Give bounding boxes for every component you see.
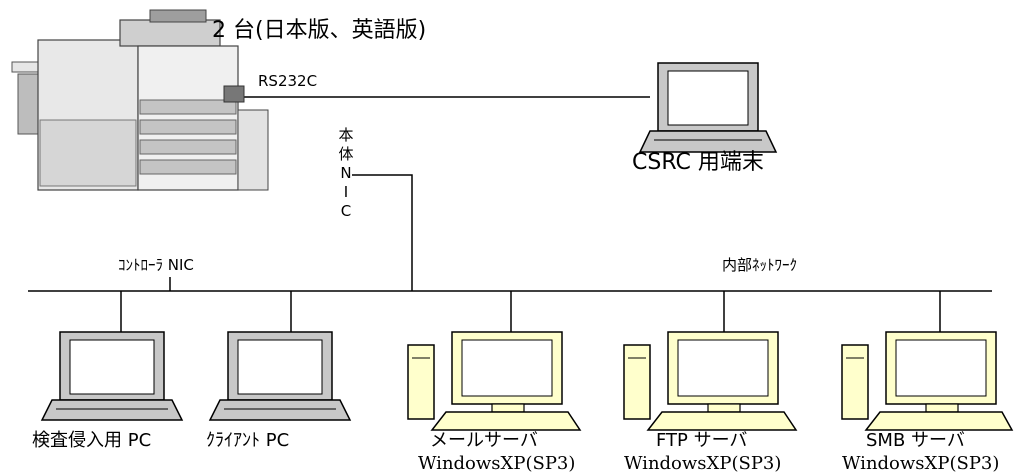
serial-link-label: RS232C <box>258 72 318 90</box>
mfp-nic-link <box>352 174 413 291</box>
mfp-nic-label: 本 体 N I C <box>338 126 354 221</box>
mfp-nic-char: 本 <box>338 126 354 144</box>
csrc-terminal-label: CSRC 用端末 <box>632 150 764 175</box>
mail-server-label: メールサーバ <box>430 430 538 451</box>
smb-server-label: SMB サーバ <box>866 430 965 451</box>
ftp-server-desktop-icon <box>623 331 798 431</box>
mfp-nic-char: I <box>343 183 349 201</box>
mfp-printer-icon <box>11 9 269 191</box>
inspection-pc-label: 検査侵入用 PC <box>32 430 152 451</box>
inspection-laptop-icon <box>40 331 184 421</box>
connection-lines <box>28 96 992 332</box>
internal-network-label: 内部ﾈｯﾄﾜｰｸ <box>722 256 798 274</box>
csrc-laptop-icon <box>638 62 778 153</box>
mfp-nic-char: C <box>340 202 352 220</box>
mfp-nic-char: N <box>340 164 352 182</box>
mail-server-os-label: WindowsXP(SP3) <box>418 453 576 474</box>
controller-nic-label: ｺﾝﾄﾛｰﾗ NIC <box>118 256 194 274</box>
client-laptop-icon <box>208 331 352 421</box>
mail-server-desktop-icon <box>407 331 582 431</box>
ftp-server-label: FTP サーバ <box>656 430 748 451</box>
smb-server-os-label: WindowsXP(SP3) <box>842 453 1000 474</box>
smb-server-desktop-icon <box>841 331 1014 431</box>
client-pc-label: ｸﾗｲｱﾝﾄ PC <box>206 430 290 451</box>
mfp-count-label: 2 台(日本版、英語版) <box>212 18 427 43</box>
ftp-server-os-label: WindowsXP(SP3) <box>624 453 782 474</box>
mfp-nic-char: 体 <box>338 145 354 163</box>
